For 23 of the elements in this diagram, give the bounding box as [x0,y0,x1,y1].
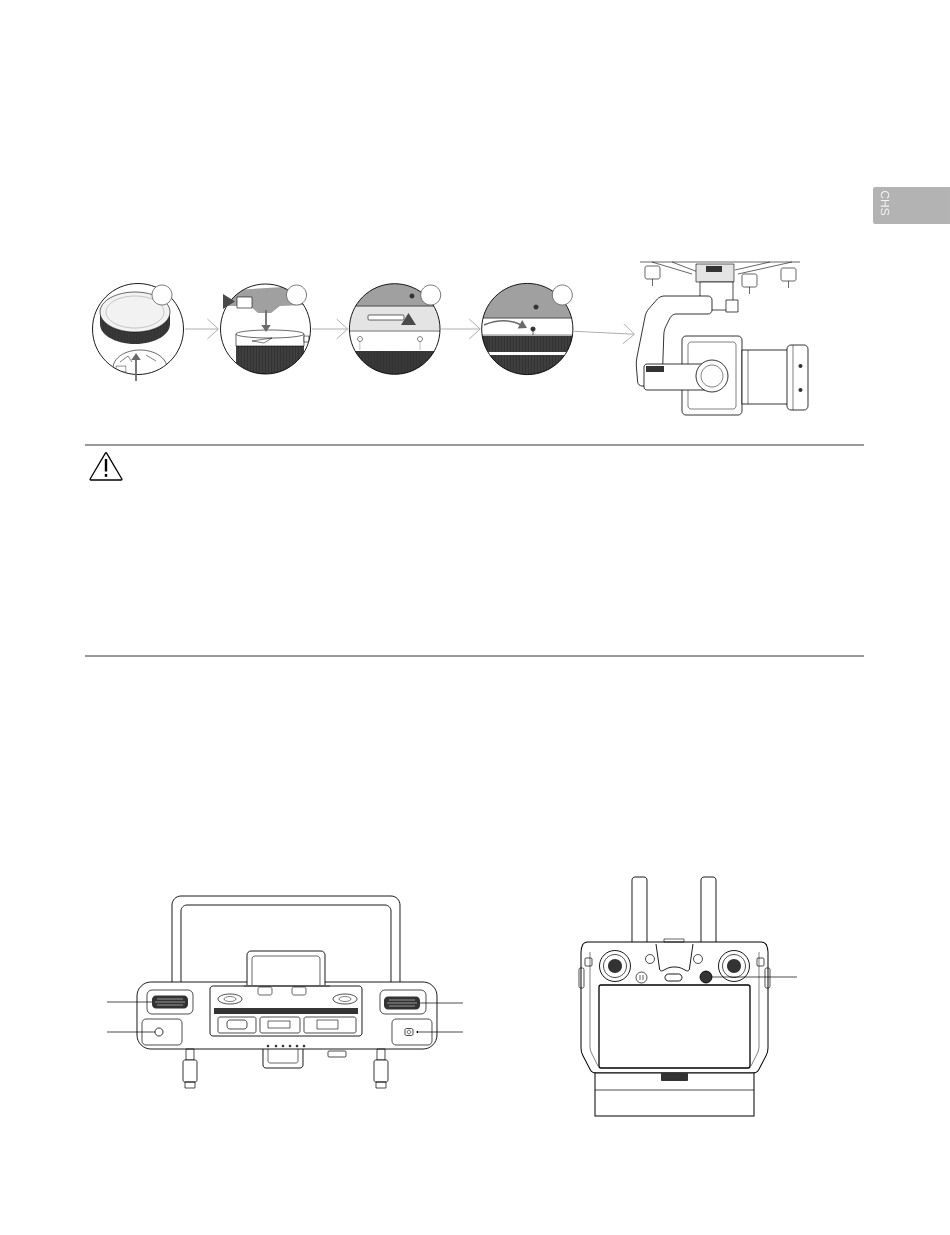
chevron-arrow [184,318,219,340]
chevron-arrow [311,318,348,340]
remote-controller-drawing [136,895,438,1089]
leader-line [106,1001,153,1003]
number-badge [420,284,442,306]
step-illustration [348,283,441,375]
smart-controller-drawing [578,876,771,1117]
chevron-arrow [440,318,481,340]
number-badge [151,284,173,306]
number-badge [551,284,573,306]
small-button [404,1028,419,1036]
chevron-arrow [573,323,635,345]
step-illustration [92,283,184,375]
gimbal-camera-drawing [635,261,809,416]
language-tab: CHS [873,187,950,224]
round-button [699,970,713,984]
leader-line [419,1002,464,1004]
leader-line [711,976,798,978]
leader-line [106,1031,156,1033]
step-illustration [481,282,574,376]
number-badge [286,284,307,306]
leader-line [418,1031,464,1033]
round-button [154,1027,164,1037]
